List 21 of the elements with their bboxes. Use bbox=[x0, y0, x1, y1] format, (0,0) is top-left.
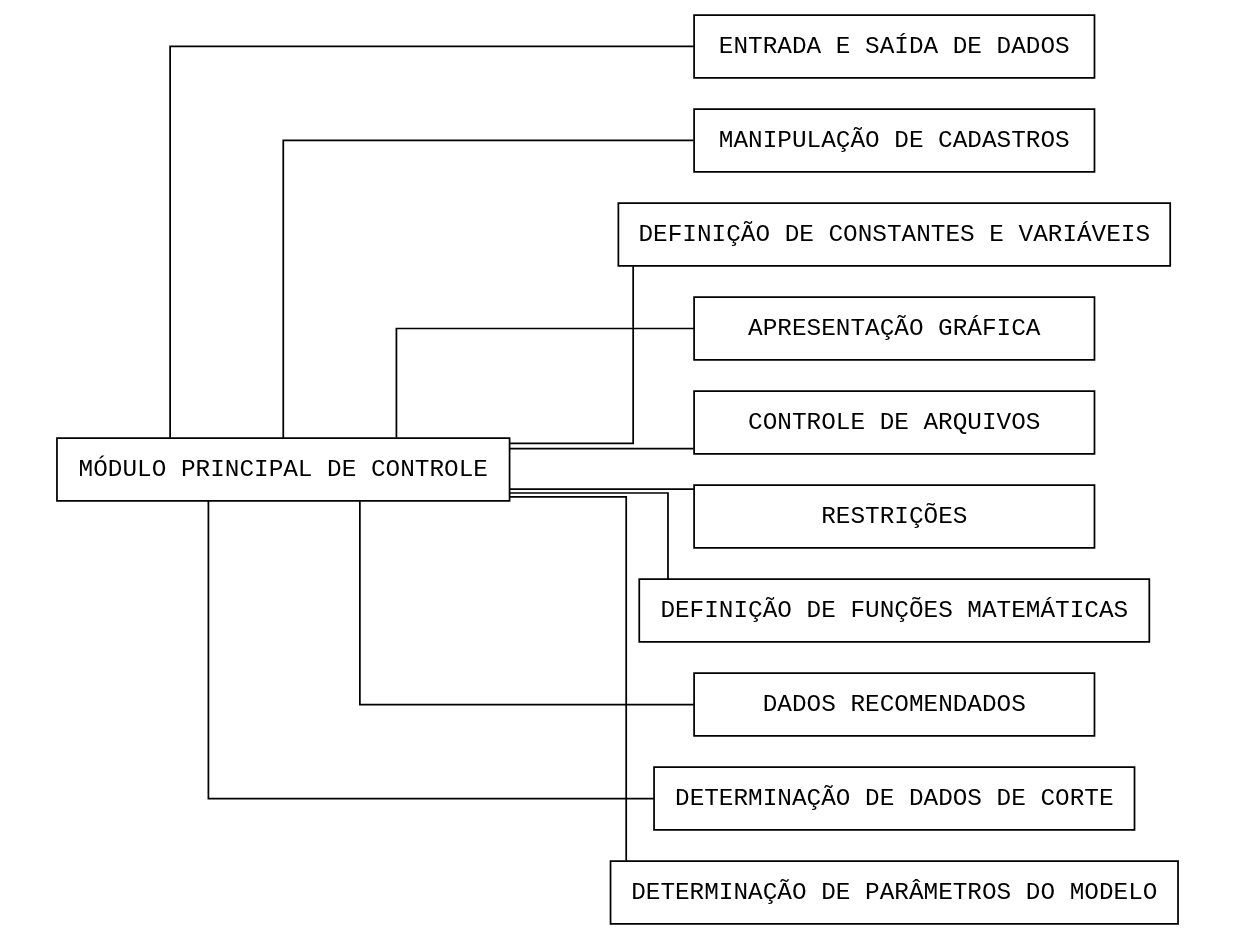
connector bbox=[508, 447, 695, 450]
node-box: MÓDULO PRINCIPAL DE CONTROLE bbox=[55, 437, 510, 502]
node-box: DADOS RECOMENDADOS bbox=[692, 672, 1095, 737]
connector bbox=[358, 500, 695, 706]
connector bbox=[168, 45, 695, 439]
node-box: DEFINIÇÃO DE CONSTANTES E VARIÁVEIS bbox=[617, 202, 1171, 267]
node-box: RESTRIÇÕES bbox=[692, 484, 1095, 549]
connector bbox=[207, 500, 655, 800]
connector bbox=[508, 265, 634, 445]
node-box: DEFINIÇÃO DE FUNÇÕES MATEMÁTICAS bbox=[637, 578, 1150, 643]
connector bbox=[508, 488, 695, 490]
connector bbox=[281, 139, 694, 439]
node-box: CONTROLE DE ARQUIVOS bbox=[692, 390, 1095, 455]
connector bbox=[508, 496, 627, 862]
node-box: ENTRADA E SAÍDA DE DADOS bbox=[692, 14, 1095, 79]
node-box: MANIPULAÇÃO DE CADASTROS bbox=[692, 108, 1095, 173]
connector bbox=[395, 327, 695, 439]
node-box: DETERMINAÇÃO DE DADOS DE CORTE bbox=[652, 766, 1135, 831]
node-box: DETERMINAÇÃO DE PARÂMETROS DO MODELO bbox=[609, 860, 1179, 925]
node-box: APRESENTAÇÃO GRÁFICA bbox=[692, 296, 1095, 361]
connector bbox=[508, 492, 669, 580]
